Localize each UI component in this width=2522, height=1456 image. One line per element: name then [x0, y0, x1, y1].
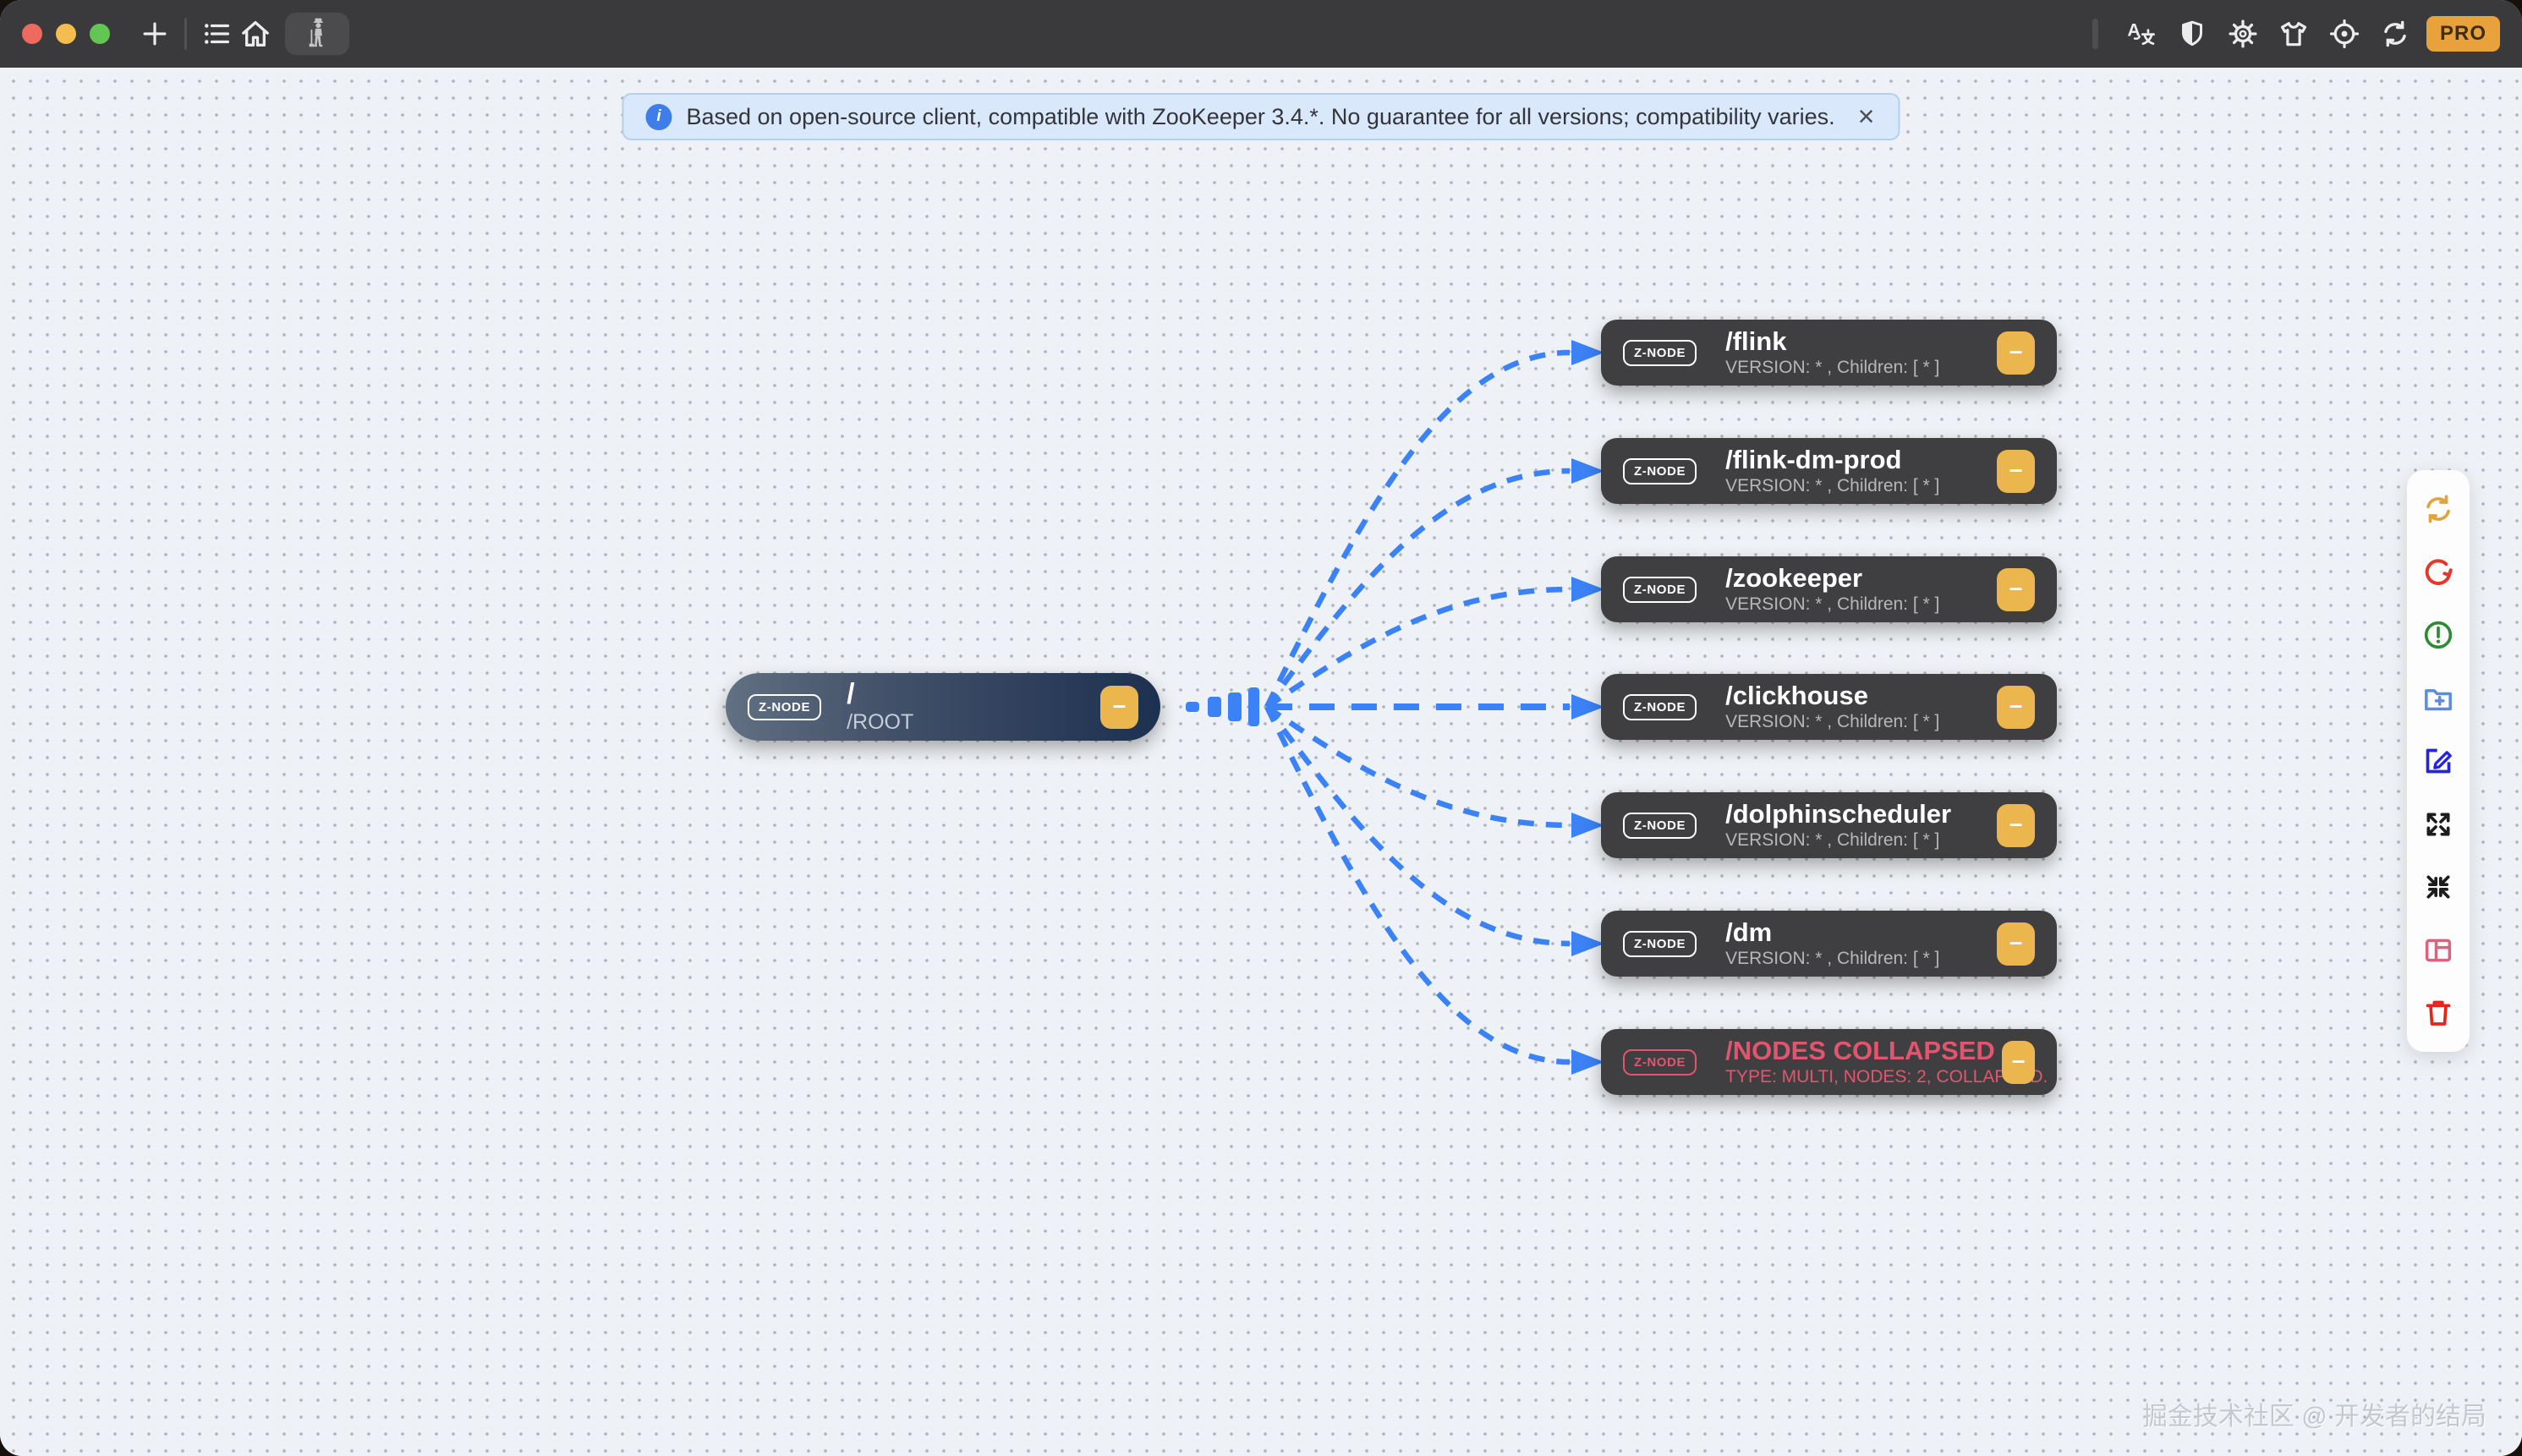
graph-canvas[interactable]: i Based on open-source client, compatibl… [0, 68, 2522, 1456]
znode-child-0[interactable]: Z-NODE /flink VERSION: * , Children: [ *… [1601, 320, 2057, 386]
collapse-node-button[interactable]: – [1997, 449, 2035, 493]
active-connection-tab[interactable] [285, 13, 349, 55]
delete-icon [2426, 1000, 2451, 1026]
redo-icon [2425, 558, 2453, 585]
watermark: 掘金技术社区 @ 开发者的结局 [2141, 1403, 2486, 1431]
titlebar-right-icons: A [2092, 14, 2500, 53]
close-window-button[interactable] [22, 24, 42, 44]
refresh-button[interactable] [2420, 490, 2457, 528]
links-layer [1186, 340, 1604, 1075]
home-icon [242, 21, 269, 47]
znode-title: /NODES COLLAPSED [1725, 1035, 1995, 1065]
locate-button[interactable] [2325, 14, 2364, 53]
svg-text:A: A [2127, 19, 2140, 40]
znode-badge: Z-NODE [748, 693, 822, 720]
side-toolbar [2407, 470, 2470, 1052]
collapse-icon [2426, 875, 2450, 899]
redo-button[interactable] [2420, 554, 2457, 591]
settings-button[interactable] [2223, 14, 2262, 53]
layout-panel-icon [2425, 939, 2452, 961]
compatibility-banner: i Based on open-source client, compatibl… [622, 93, 1900, 140]
collapse-node-button[interactable]: – [1997, 567, 2035, 611]
banner-text: Based on open-source client, compatible … [686, 103, 1835, 129]
znode-child-1[interactable]: Z-NODE /flink-dm-prod VERSION: * , Child… [1601, 438, 2057, 504]
reconnect-button[interactable] [2376, 14, 2415, 53]
traffic-lights [22, 24, 110, 44]
add-node-button[interactable] [2420, 680, 2457, 717]
target-icon [2329, 19, 2360, 49]
znode-child-2[interactable]: Z-NODE /zookeeper VERSION: * , Children:… [1601, 556, 2057, 622]
pro-badge[interactable]: PRO [2426, 16, 2500, 52]
znode-subtitle: VERSION: * , Children: [ * ] [1725, 830, 1940, 851]
tshirt-icon [2280, 22, 2307, 47]
znode-badge: Z-NODE [1623, 1048, 1697, 1076]
znode-child-6[interactable]: Z-NODE /NODES COLLAPSED TYPE: MULTI, NOD… [1601, 1029, 2057, 1095]
znode-title: /dolphinscheduler [1725, 798, 1952, 829]
theme-button[interactable] [2274, 14, 2313, 53]
znode-subtitle: VERSION: * , Children: [ * ] [1725, 358, 1940, 378]
zoom-window-button[interactable] [90, 24, 110, 44]
znode-subtitle: /ROOT [847, 710, 914, 735]
znode-title: /flink-dm-prod [1725, 444, 1902, 474]
translate-icon: A [2127, 19, 2155, 46]
collapse-node-button[interactable]: – [1997, 685, 2035, 729]
titlebar-divider [184, 18, 187, 50]
znode-badge: Z-NODE [1623, 930, 1697, 957]
znode-child-3[interactable]: Z-NODE /clickhouse VERSION: * , Children… [1601, 674, 2057, 740]
delete-node-button[interactable] [2420, 994, 2457, 1032]
translate-button[interactable]: A [2122, 14, 2161, 53]
alert-circle-icon [2424, 621, 2453, 649]
shield-icon [2181, 20, 2202, 47]
znode-root[interactable]: Z-NODE / /ROOT – [726, 673, 1160, 741]
edit-icon [2426, 748, 2452, 774]
collapse-root-button[interactable]: – [1100, 685, 1138, 729]
znode-subtitle: VERSION: * , Children: [ * ] [1725, 712, 1940, 732]
expand-icon [2426, 813, 2450, 835]
znode-title: /clickhouse [1725, 680, 1868, 710]
znode-subtitle: VERSION: * , Children: [ * ] [1725, 594, 1940, 615]
znode-badge: Z-NODE [1623, 457, 1697, 484]
collapse-node-button[interactable]: – [2002, 1040, 2035, 1084]
znode-badge: Z-NODE [1623, 576, 1697, 603]
znode-subtitle: TYPE: MULTI, NODES: 2, COLLAPSED. [1725, 1067, 2048, 1087]
gear-icon [2229, 19, 2257, 48]
server-list-button[interactable] [197, 14, 236, 53]
layout-button[interactable] [2420, 932, 2457, 969]
znode-child-4[interactable]: Z-NODE /dolphinscheduler VERSION: * , Ch… [1601, 792, 2057, 858]
znode-subtitle: VERSION: * , Children: [ * ] [1725, 476, 1940, 496]
collapse-node-button[interactable]: – [1997, 331, 2035, 375]
add-node-folder-icon [2425, 688, 2452, 710]
banner-close-button[interactable]: × [1857, 101, 1875, 133]
drag-handle [2092, 19, 2098, 49]
refresh-icon [2426, 495, 2450, 523]
znode-badge: Z-NODE [1623, 812, 1697, 839]
collapse-node-button[interactable]: – [1997, 803, 2035, 847]
alert-button[interactable] [2420, 616, 2457, 654]
expand-all-button[interactable] [2420, 806, 2457, 843]
home-button[interactable] [236, 14, 275, 53]
znode-subtitle: VERSION: * , Children: [ * ] [1725, 949, 1940, 969]
titlebar: A [0, 0, 2522, 68]
plus-icon [143, 22, 167, 46]
collapse-node-button[interactable]: – [1997, 922, 2035, 966]
znode-title: / [847, 677, 855, 710]
znode-child-5[interactable]: Z-NODE /dm VERSION: * , Children: [ * ] … [1601, 911, 2057, 977]
znode-badge: Z-NODE [1623, 693, 1697, 720]
znode-title: /dm [1725, 917, 1773, 947]
chaplin-figure-icon [309, 18, 323, 47]
info-icon: i [645, 103, 672, 130]
new-tab-button[interactable] [135, 14, 174, 53]
znode-badge: Z-NODE [1623, 339, 1697, 366]
collapse-all-button[interactable] [2420, 868, 2457, 906]
znode-title: /flink [1725, 326, 1787, 356]
list-icon [205, 24, 230, 44]
znode-title: /zookeeper [1725, 562, 1863, 593]
security-button[interactable] [2173, 14, 2212, 53]
minimize-window-button[interactable] [56, 24, 76, 44]
sync-icon [2384, 20, 2406, 47]
edit-node-button[interactable] [2420, 742, 2457, 780]
